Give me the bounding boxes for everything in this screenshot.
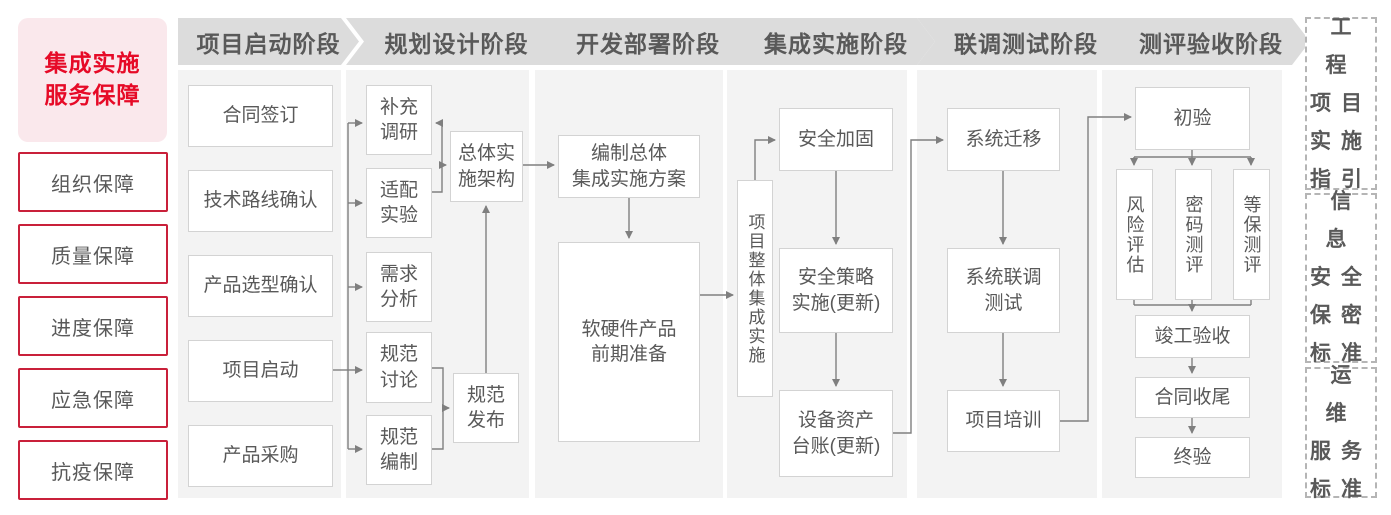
node-tech-route-confirm: 技术路线确认: [188, 170, 333, 232]
node-asset-ledger-update: 设备资产 台账(更新): [779, 390, 893, 477]
diagram-title: 集成实施 服务保障: [18, 18, 167, 142]
node-project-training: 项目培训: [947, 390, 1060, 452]
node-spec-release: 规范 发布: [453, 373, 519, 443]
assurance-pandemic: 抗疫保障: [18, 440, 168, 500]
node-contract-closure: 合同收尾: [1135, 377, 1250, 418]
assurance-organization: 组织保障: [18, 152, 168, 212]
node-overall-project-integration: 项目整体集成实施: [737, 180, 773, 397]
phase-header-planning-design: 规划设计阶段: [346, 18, 557, 65]
phase-header-label: 测评验收阶段: [1139, 30, 1283, 57]
phase-header-label: 联调测试阶段: [954, 30, 1098, 57]
node-product-selection-confirm: 产品选型确认: [188, 255, 333, 317]
ref-project-impl-guide: 工程 项目 实施 指引: [1305, 16, 1377, 191]
phase-header-eval-acceptance: 测评验收阶段: [1102, 18, 1310, 65]
node-hw-sw-preparation: 软硬件产品 前期准备: [558, 242, 700, 442]
node-project-kickoff: 项目启动: [188, 340, 333, 402]
node-spec-discussion: 规范 讨论: [366, 332, 432, 403]
node-product-procurement: 产品采购: [188, 425, 333, 487]
node-contract-signing: 合同签订: [188, 85, 333, 147]
assurance-emergency: 应急保障: [18, 368, 168, 428]
node-overall-impl-architecture: 总体实 施架构: [450, 131, 523, 202]
phase-header-integration-impl: 集成实施阶段: [727, 18, 935, 65]
node-supplementary-research: 补充 调研: [366, 85, 432, 155]
node-adaptation-test: 适配 实验: [366, 168, 432, 238]
phase-header-label: 规划设计阶段: [384, 30, 529, 57]
node-risk-assessment: 风险评估: [1116, 169, 1153, 300]
phase-header-label: 项目启动阶段: [196, 30, 341, 57]
node-requirement-analysis: 需求 分析: [366, 252, 432, 322]
phase-header-label: 集成实施阶段: [764, 30, 908, 57]
assurance-schedule: 进度保障: [18, 296, 168, 356]
node-joint-debugging-test: 系统联调 测试: [947, 248, 1060, 333]
assurance-quality: 质量保障: [18, 224, 168, 284]
node-security-hardening: 安全加固: [779, 108, 893, 171]
node-initial-acceptance: 初验: [1135, 87, 1250, 150]
node-completion-acceptance: 竣工验收: [1135, 315, 1250, 358]
ref-om-service-standard: 运维 服务 标准: [1305, 364, 1377, 501]
node-system-migration: 系统迁移: [947, 108, 1060, 171]
phase-header-project-kickoff: 项目启动阶段: [178, 18, 359, 65]
node-overall-integration-plan: 编制总体 集成实施方案: [558, 135, 700, 198]
phase-header-dev-deploy: 开发部署阶段: [535, 18, 751, 65]
phase-header-label: 开发部署阶段: [576, 30, 720, 57]
node-security-policy-impl: 安全策略 实施(更新): [779, 248, 893, 333]
node-spec-drafting: 规范 编制: [366, 415, 432, 485]
phase-header-joint-testing: 联调测试阶段: [917, 18, 1125, 65]
ref-info-security-standard: 信息 安全 保密 标准: [1305, 190, 1377, 365]
node-mlps-testing: 等保测评: [1233, 169, 1270, 300]
node-crypto-testing: 密码测评: [1175, 169, 1212, 300]
node-final-acceptance: 终验: [1135, 437, 1250, 478]
